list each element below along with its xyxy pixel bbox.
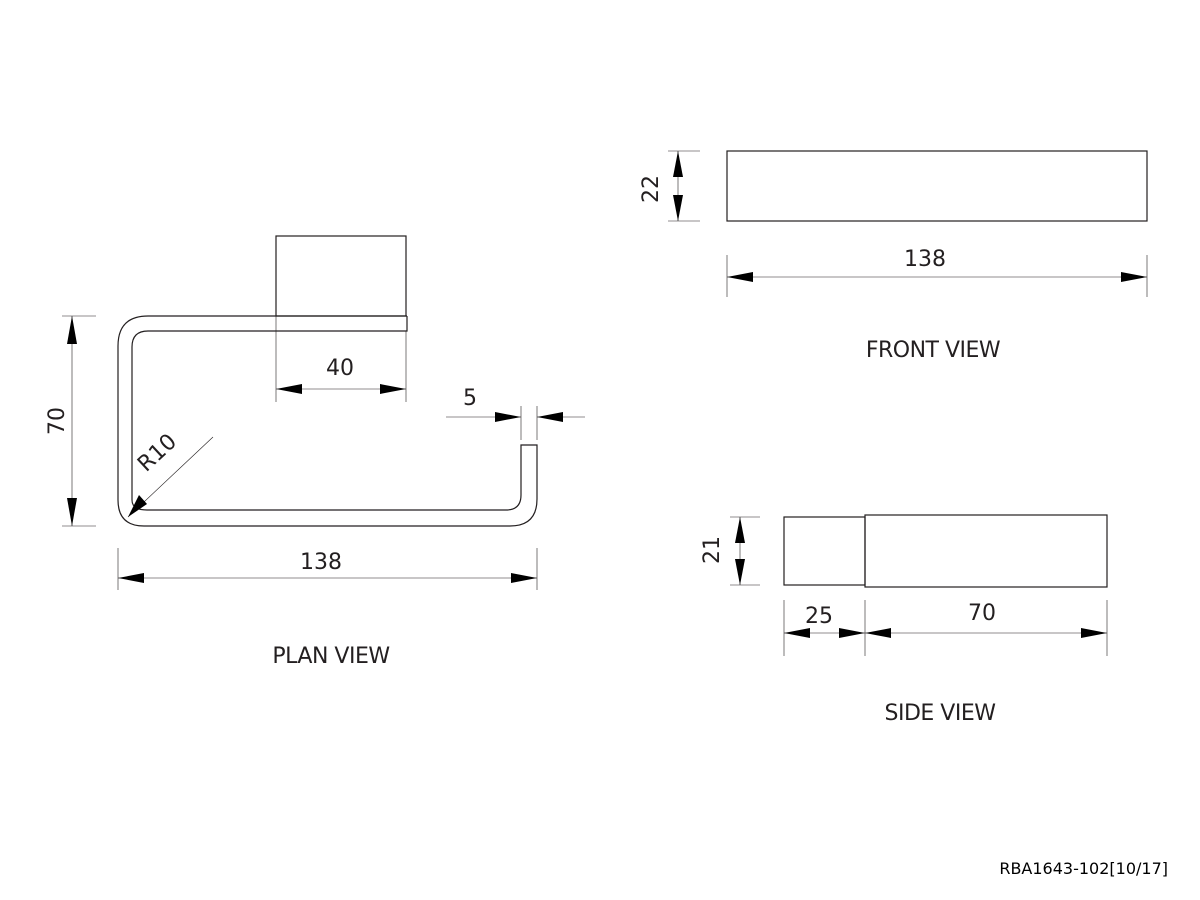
side-dim-25-label: 25 xyxy=(805,604,833,629)
plan-dim-70-arrow-top xyxy=(67,316,77,344)
front-body xyxy=(726,150,1148,222)
plan-dim-5-arrow-right xyxy=(537,412,563,422)
side-bar-body xyxy=(864,514,1108,588)
front-view: 22 138 FRONT VIEW xyxy=(639,150,1148,363)
side-dim-21-arrow-bottom xyxy=(735,559,745,585)
plan-radius-arrow xyxy=(128,495,147,517)
plan-view-title: PLAN VIEW xyxy=(272,644,390,669)
plan-bar-outline xyxy=(117,315,538,527)
side-dim-25-arrow-right xyxy=(839,628,865,638)
side-dim-21-arrow-top xyxy=(735,517,745,543)
plan-bar-top xyxy=(131,316,408,500)
plan-dim-40-label: 40 xyxy=(326,356,354,381)
plan-dim-5-arrow-left xyxy=(495,412,521,422)
plan-dim-5-label: 5 xyxy=(463,386,477,411)
front-dim-22-arrow-bottom xyxy=(673,195,683,221)
front-dim-138-label: 138 xyxy=(904,247,946,272)
side-dim-21-label: 21 xyxy=(700,536,725,564)
front-dim-138-arrow-left xyxy=(727,272,753,282)
plan-dim-70-arrow-bottom xyxy=(67,498,77,526)
side-view-title: SIDE VIEW xyxy=(885,701,997,726)
plan-view: 70 R10 40 5 138 PLAN VIEW xyxy=(45,235,585,669)
side-view: 21 25 70 SIDE VIEW xyxy=(700,514,1108,726)
plan-mount-block xyxy=(275,235,407,317)
plan-dim-138-arrow-left xyxy=(118,573,144,583)
drawing-code: RBA1643-102[10/17] xyxy=(999,859,1168,878)
side-dim-70-label: 70 xyxy=(968,601,996,626)
front-view-title: FRONT VIEW xyxy=(866,338,1001,363)
side-dim-70-arrow-left xyxy=(865,628,891,638)
plan-dim-40-arrow-right xyxy=(380,384,406,394)
plan-radius-label: R10 xyxy=(133,429,182,477)
side-base-block xyxy=(783,516,866,586)
plan-dim-138-arrow-right xyxy=(511,573,537,583)
side-dim-25-arrow-left xyxy=(784,628,810,638)
plan-dim-138-label: 138 xyxy=(300,550,342,575)
front-dim-22-arrow-top xyxy=(673,151,683,177)
front-dim-138-arrow-right xyxy=(1121,272,1147,282)
side-dim-70-arrow-right xyxy=(1081,628,1107,638)
front-dim-22-label: 22 xyxy=(639,175,664,203)
plan-dim-70-label: 70 xyxy=(45,407,70,435)
plan-dim-40-arrow-left xyxy=(276,384,302,394)
